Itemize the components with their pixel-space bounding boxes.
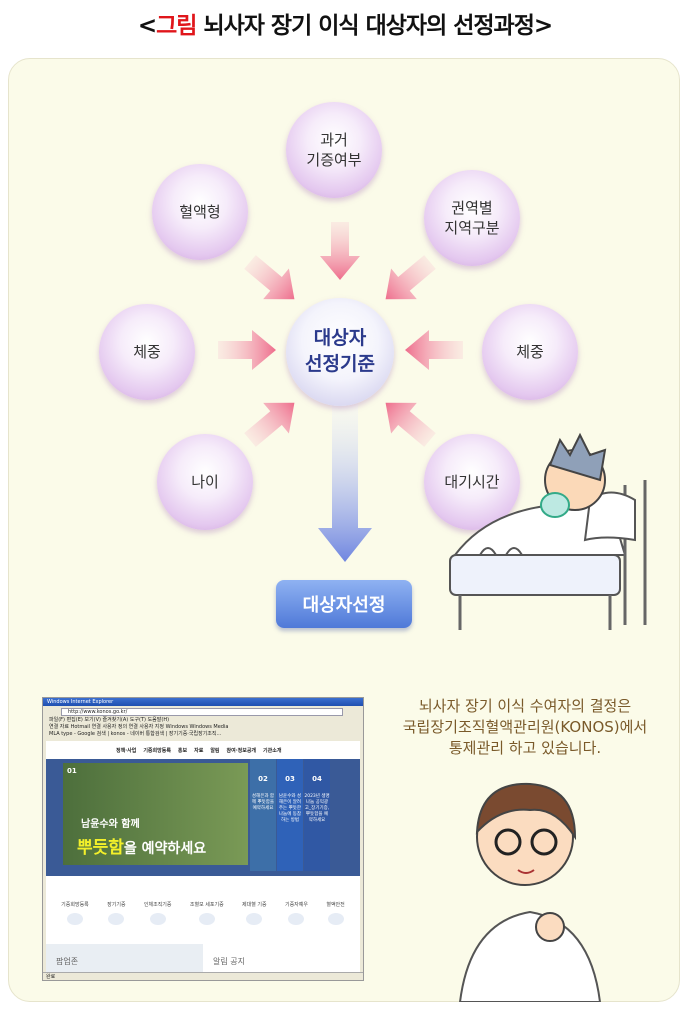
figure-title: <그림 뇌사자 장기 이식 대상자의 선정과정> [137,13,553,39]
service-icons: 기증희망등록 장기기증 인체조직기증 조혈모 세포기증 제대혈 기증 기증자예우… [46,876,360,925]
recipient-selection-button: 대상자선정 [276,580,412,628]
service-item: 기증희망등록 [61,901,89,925]
nav-item: 기관소개 [263,747,282,754]
bottom-sections: 팝업존 알림 공지 [46,944,360,972]
service-item: 인체조직기증 [144,901,172,925]
site-nav: 정책·사업 기증희망등록 홍보 자료 알림 참여·정보공개 기관소개 [46,741,360,759]
notice-section: 알림 공지 [213,957,245,966]
nav-item: 알림 [210,747,220,754]
slide: 01 남윤수와 함께 뿌듯함을 예약하세요 [63,763,248,865]
service-item: 장기기증 [107,901,126,925]
tab-bar: MLA type - Google 검색 | konos - 네이버 통합검색 … [49,731,222,737]
nav-item: 홍보 [177,747,188,754]
criterion-past-donation: 과거 기증여부 [286,102,382,198]
criterion-weight-left: 체중 [99,304,195,400]
arrow-down [318,388,372,562]
arrow-top-left [237,246,308,315]
popup-zone: 팝업존 [46,944,203,972]
service-item: 조혈모 세포기증 [190,901,224,925]
arrow-bottom-left [237,387,308,456]
criterion-waiting-time: 대기시간 [424,434,520,530]
criterion-weight-right: 체중 [482,304,578,400]
arrow-right [405,330,463,370]
arrow-left [218,330,276,370]
nav-item: 정책·사업 [116,747,137,754]
doctor-illustration [458,782,602,1002]
arrow-top [320,222,360,280]
status-bar: 완료 [43,972,363,980]
caption-note: 뇌사자 장기 이식 수여자의 결정은 국립장기조직혈액관리원(KONOS)에서 … [402,697,648,757]
menu-bar: 파일(F) 편집(E) 보기(V) 즐겨찾기(A) 도구(T) 도움말(H) [49,717,170,723]
slide-headline: 뿌듯함을 예약하세요 [77,838,207,858]
patient-in-bed-illustration [449,432,647,630]
arrow-top-right [372,246,443,315]
nav-item: 자료 [194,747,204,754]
browser-title: Windows Internet Explorer [43,698,363,706]
konos-website-screenshot: Windows Internet Explorer http://www.kon… [42,697,364,981]
criterion-age: 나이 [157,434,253,530]
service-item: 제대혈 기증 [242,901,267,925]
service-item: 혈액안전 [326,901,345,925]
nav-item: 참여·정보공개 [226,747,257,754]
arrow-bottom-right [372,387,443,456]
selection-criteria-center: 대상자 선정기준 [286,298,394,406]
service-item: 기증자예우 [285,901,308,925]
criterion-region: 권역별 지역구분 [424,170,520,266]
address-bar: http://www.konos.go.kr/ [61,708,343,716]
favorites-bar: 연결 자료 Hotmail 연결 사용자 정의 연결 사용자 지정 Window… [49,724,229,730]
nav-item: 기증희망등록 [143,747,171,754]
criterion-blood-type: 혈액형 [152,164,248,260]
slide-number: 01 [67,767,77,775]
slide-line1: 남윤수와 함께 [81,819,140,830]
